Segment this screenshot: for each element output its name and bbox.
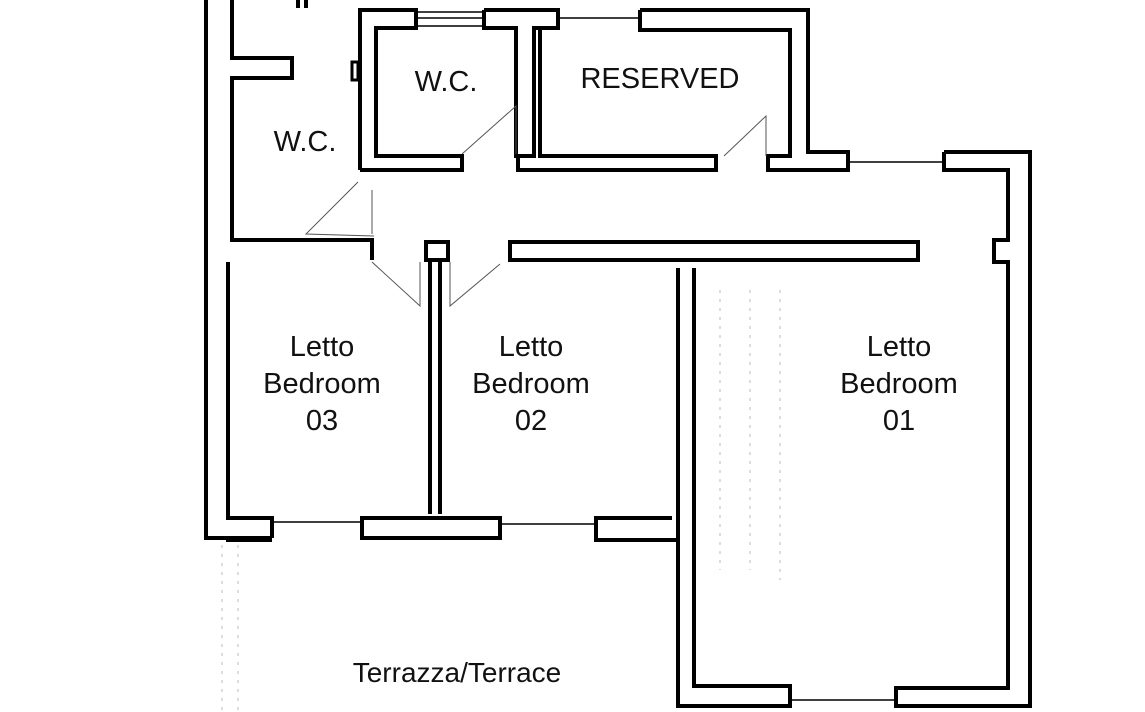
bedroom-01-line1: Letto [867,331,932,363]
wc-left-label: W.C. [274,126,337,158]
outer-wall-left [204,0,374,540]
wc-top-walls [350,8,560,172]
bedrooms-bottom-wall [226,516,596,542]
background-hatching [221,290,781,712]
bedroom-03-line2: Bedroom [263,368,381,400]
bedroom-02-line3: 02 [515,405,547,437]
outer-wall-right [848,150,1032,708]
bedroom-01-line2: Bedroom [840,368,958,400]
bedroom-03-line1: Letto [290,331,355,363]
terrace-label: Terrazza/Terrace [353,657,562,688]
wc-top-label: W.C. [415,66,478,98]
door-swings [304,104,767,308]
bedroom-02-line2: Bedroom [472,368,590,400]
reserved-walls [516,8,850,172]
reserved-label: RESERVED [580,63,739,95]
bedroom-01-left-wall [594,268,896,708]
bedroom-01-line3: 01 [883,405,915,437]
door-stub-top-left [296,0,308,8]
partition-03-02 [428,262,442,514]
bedroom-02-line1: Letto [499,331,564,363]
room-labels: W.C. RESERVED W.C. Letto Bedroom 03 Lett… [263,63,958,688]
corridor-walls [424,240,920,262]
bedroom-03-line3: 03 [306,405,338,437]
